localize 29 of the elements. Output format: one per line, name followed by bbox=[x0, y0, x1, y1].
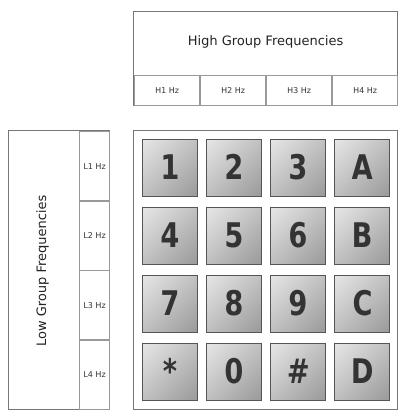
panel-title: Low Group Frequencies bbox=[35, 193, 50, 348]
key-button: 8 bbox=[206, 275, 262, 333]
key-button: 3 bbox=[270, 139, 326, 197]
key-button: 1 bbox=[142, 139, 198, 197]
key-button: 4 bbox=[142, 207, 198, 265]
key-button: 5 bbox=[206, 207, 262, 265]
key-button: * bbox=[142, 343, 198, 401]
panel-title: High Group Frequencies bbox=[186, 34, 344, 49]
frequency-label: H4 Hz bbox=[332, 75, 398, 106]
frequency-label: L2 Hz bbox=[79, 200, 110, 270]
frequency-panel bbox=[8, 130, 110, 410]
key-button: C bbox=[334, 275, 390, 333]
key-button: 6 bbox=[270, 207, 326, 265]
key-button: 2 bbox=[206, 139, 262, 197]
key-button: # bbox=[270, 343, 326, 401]
frequency-label: L1 Hz bbox=[79, 131, 110, 201]
key-button: B bbox=[334, 207, 390, 265]
key-button: 0 bbox=[206, 343, 262, 401]
frequency-panel bbox=[133, 11, 398, 106]
frequency-label: L3 Hz bbox=[79, 270, 110, 340]
key-button: 7 bbox=[142, 275, 198, 333]
key-button: A bbox=[334, 139, 390, 197]
key-button: D bbox=[334, 343, 390, 401]
frequency-label: H1 Hz bbox=[134, 75, 200, 106]
frequency-label: H3 Hz bbox=[266, 75, 332, 106]
frequency-label: H2 Hz bbox=[200, 75, 266, 106]
key-button: 9 bbox=[270, 275, 326, 333]
keypad-panel bbox=[133, 130, 398, 410]
frequency-label: L4 Hz bbox=[79, 340, 110, 410]
